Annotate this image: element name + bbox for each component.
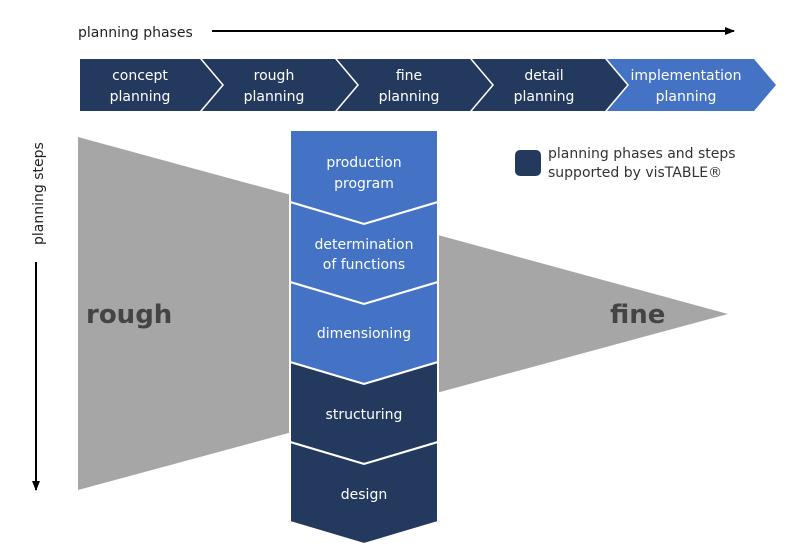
phase-chevron-4 (607, 59, 776, 111)
legend-text-line1: planning phases and steps (548, 146, 736, 162)
step-chevron-4 (289, 440, 439, 546)
legend-swatch (515, 150, 541, 176)
phase-label-line1: implementation (631, 68, 742, 84)
phase-label-line2: planning (244, 89, 305, 105)
step-label-line1: determination (315, 237, 414, 253)
phase-label-line2: planning (656, 89, 717, 105)
step-label-line2: program (334, 176, 394, 192)
planning-phases-label: planning phases (78, 25, 193, 41)
phase-label-line2: planning (514, 89, 575, 105)
planning-steps-label: planning steps (31, 142, 47, 245)
phase-label-line1: rough (254, 68, 295, 84)
fine-label: fine (610, 300, 665, 330)
phase-chevron-0 (80, 59, 222, 111)
step-label-line1: design (341, 487, 387, 503)
phase-label-line1: detail (524, 68, 563, 84)
step-chevron-column: production program determination of functio… (289, 129, 439, 546)
phase-chevron-3 (472, 59, 627, 111)
phase-label-line2: planning (379, 89, 440, 105)
phase-chevron-1 (202, 59, 357, 111)
legend-text-line2: supported by visTABLE® (548, 165, 722, 181)
rough-label: rough (86, 300, 172, 330)
phase-chevron-2 (337, 59, 492, 111)
phase-chevron-row: concept planning rough planning fine planning… (80, 59, 776, 111)
step-label-line2: of functions (323, 257, 405, 273)
phase-label-line1: fine (396, 68, 422, 84)
step-label-line1: dimensioning (317, 326, 411, 342)
phase-label-line1: concept (112, 68, 168, 84)
step-label-line1: structuring (326, 407, 403, 423)
phase-label-line2: planning (110, 89, 171, 105)
step-label-line1: production (326, 155, 401, 171)
